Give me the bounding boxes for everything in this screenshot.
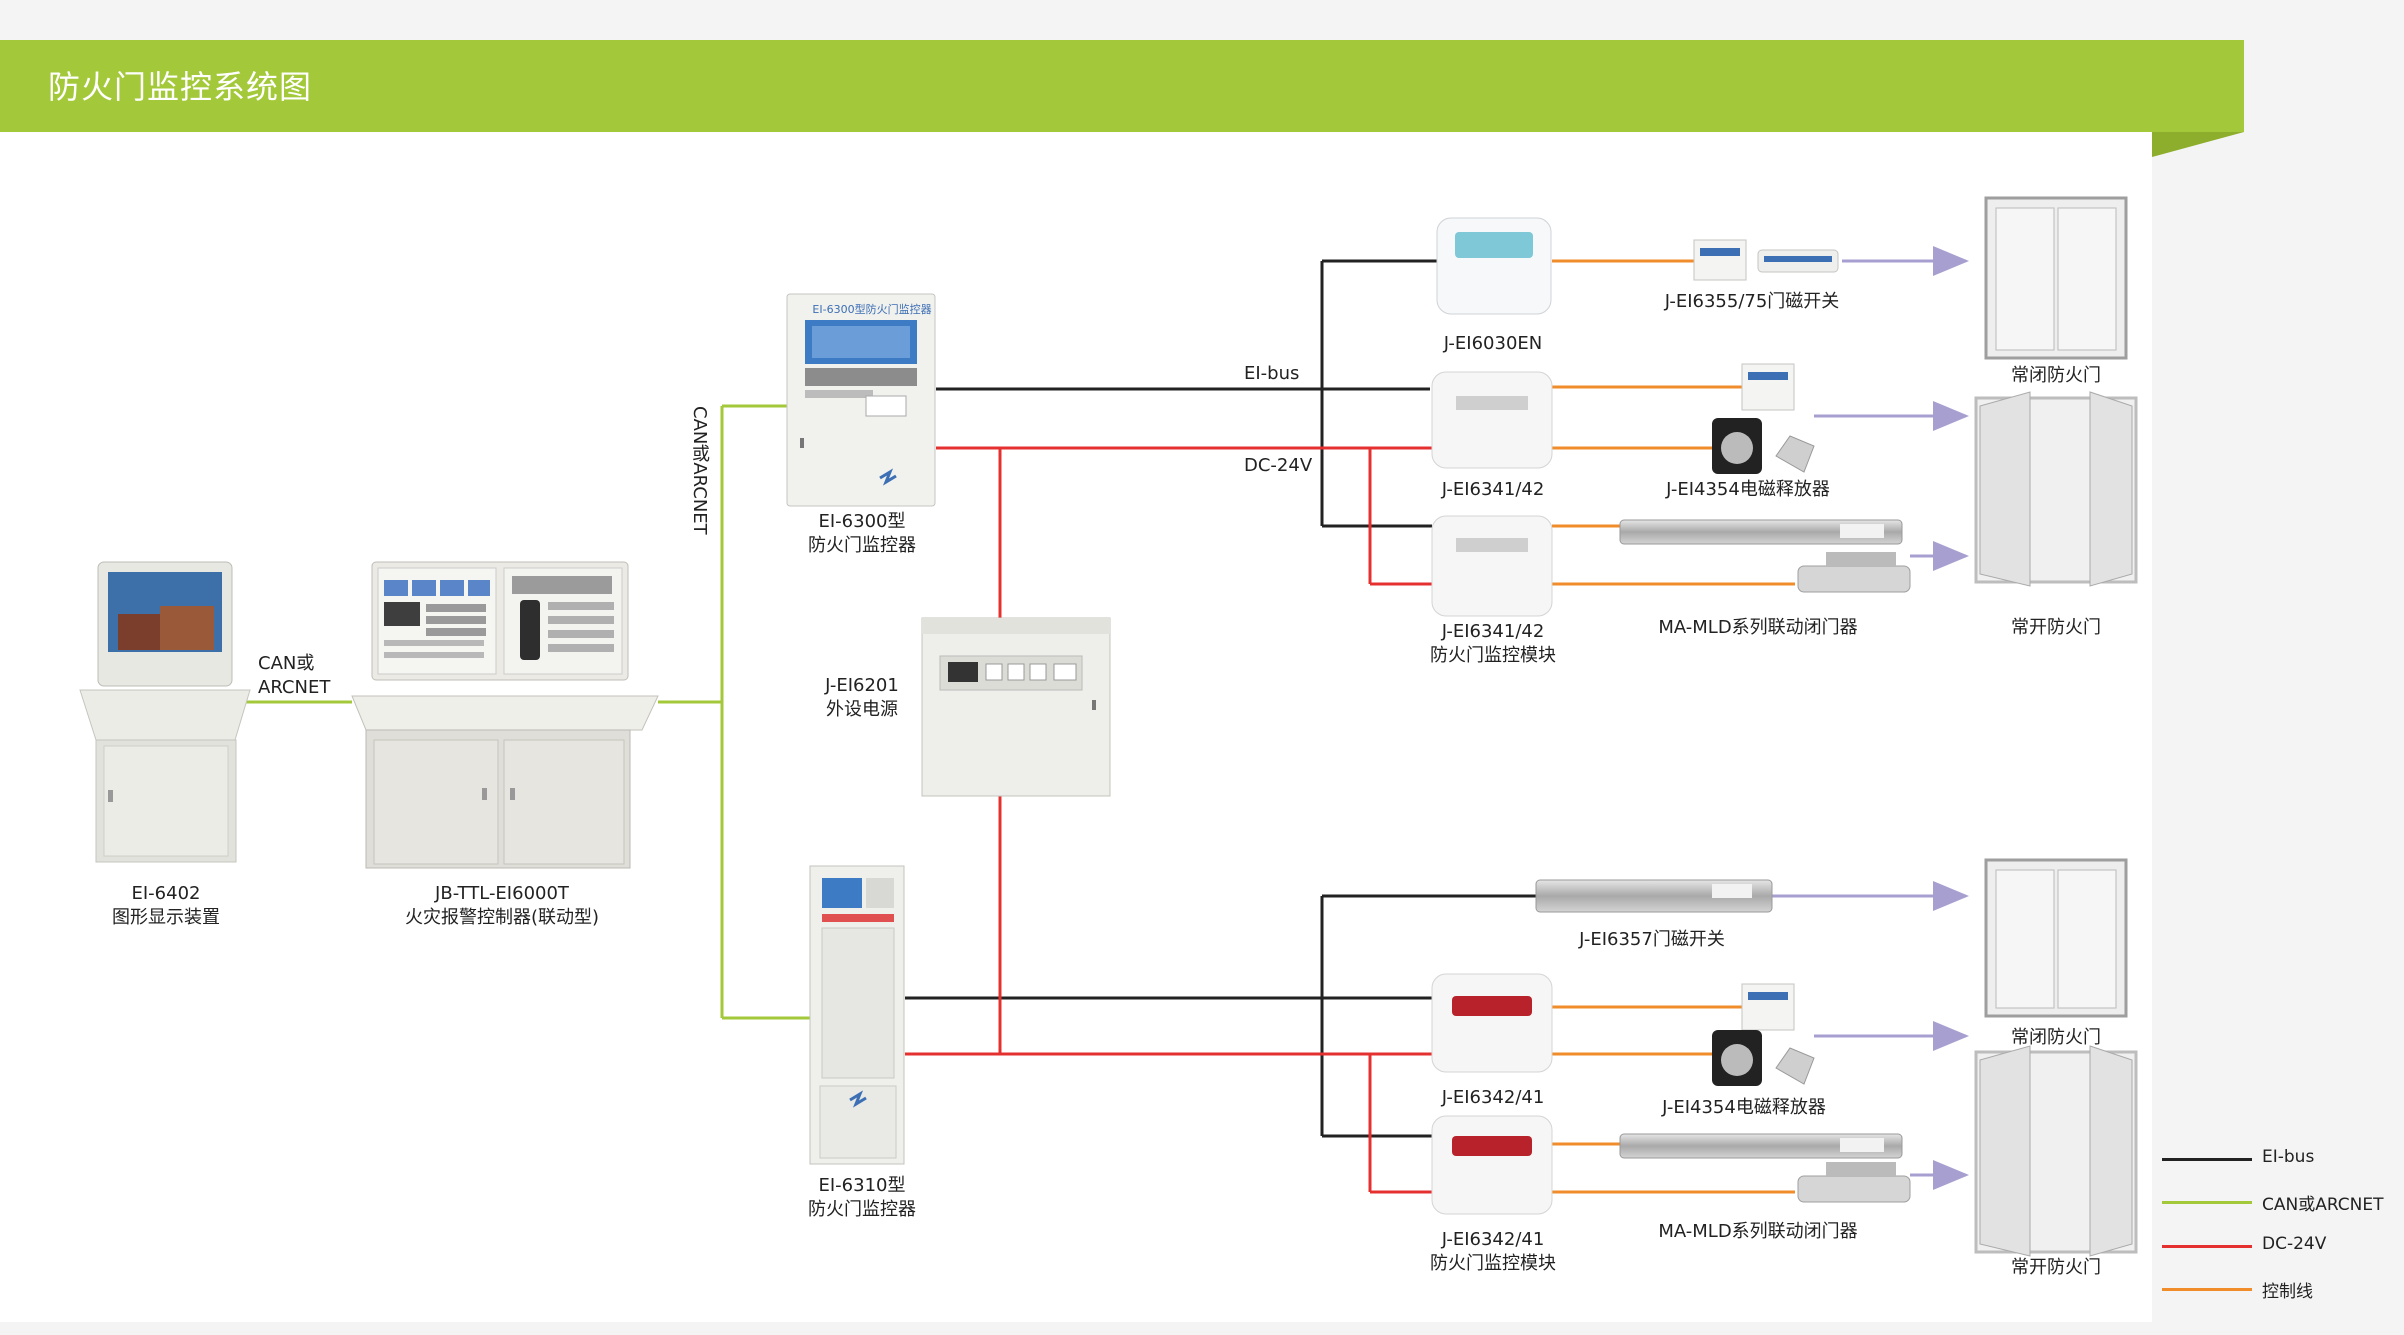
- legend-line-control: [2162, 1288, 2252, 1291]
- power-supply-model: J-EI6201: [825, 675, 899, 696]
- switch-6355-label: J-EI6355/75门磁开关: [1664, 291, 1840, 312]
- door-arrows: [1770, 246, 1969, 1190]
- module-6342b-desc: 防火门监控模块: [1430, 1253, 1556, 1274]
- fire-alarm-controller-device: [351, 561, 659, 869]
- legend-label-control: 控制线: [2262, 1282, 2313, 1302]
- module-6341b-device: [1431, 515, 1553, 617]
- monitor-6310-device: [809, 865, 905, 1165]
- title-bar: [0, 40, 2244, 132]
- power-supply-device: [921, 617, 1111, 797]
- door-closed-2-label: 常闭防火门: [2011, 1027, 2101, 1048]
- legend-label-ei-bus: EI-bus: [2262, 1147, 2315, 1167]
- door-switch-6357-device: [1535, 879, 1773, 913]
- closer-b-label: MA-MLD系列联动闭门器: [1658, 1221, 1858, 1242]
- ei-bus-label: EI-bus: [1244, 363, 1300, 384]
- graphic-display-model: EI-6402: [131, 883, 201, 904]
- graphic-display-desc: 图形显示装置: [112, 907, 220, 928]
- monitor-6300-model: EI-6300型: [818, 511, 906, 532]
- monitor-6300-label: EI-6300型 防火门监控器: [808, 510, 916, 558]
- monitor-6300-device: [786, 293, 936, 507]
- door-open-1-device: [1974, 391, 2138, 587]
- fire-controller-desc: 火灾报警控制器(联动型): [404, 907, 600, 928]
- graphic-display-device: [79, 561, 251, 863]
- door-switch-small-1: [1741, 363, 1795, 411]
- releaser-4354a-label: J-EI4354电磁释放器: [1666, 479, 1830, 500]
- legend-label-can: CAN或ARCNET: [2262, 1195, 2384, 1215]
- ei-bus-wires: [905, 259, 1536, 1138]
- door-open-2-label: 常开防火门: [2011, 1257, 2101, 1278]
- module-6342b-device: [1431, 1115, 1553, 1215]
- power-supply-label: J-EI6201 外设电源: [825, 674, 899, 722]
- monitor-6310-model: EI-6310型: [818, 1175, 906, 1196]
- releaser-4354b-label: J-EI4354电磁释放器: [1662, 1097, 1826, 1118]
- can-link-line2: ARCNET: [258, 677, 331, 698]
- module-6341b-model: J-EI6341/42: [1441, 621, 1545, 642]
- module-6341a-device: [1431, 371, 1553, 469]
- releaser-4354b-device: [1712, 1030, 1815, 1086]
- title-bar-fold: [2152, 132, 2244, 157]
- closer-a-label: MA-MLD系列联动闭门器: [1658, 617, 1858, 638]
- monitor-6300-panel-title: EI-6300型防火门监控器: [812, 303, 932, 316]
- switch-6357-label: J-EI6357门磁开关: [1579, 929, 1725, 950]
- can-arcnet-vertical-label: CAN或ARCNET: [689, 406, 710, 535]
- module-6342a-device: [1431, 973, 1553, 1073]
- module-6341b-label: J-EI6341/42 防火门监控模块: [1430, 620, 1556, 668]
- can-link-line1: CAN或: [258, 653, 315, 674]
- graphic-display-label: EI-6402 图形显示装置: [112, 882, 220, 930]
- releaser-4354a-device: [1712, 418, 1815, 474]
- module-6341a-label: J-EI6341/42: [1441, 479, 1545, 500]
- monitor-6310-desc: 防火门监控器: [808, 1199, 916, 1220]
- monitor-6300-desc: 防火门监控器: [808, 535, 916, 556]
- door-switch-small-2: [1741, 983, 1795, 1031]
- power-supply-desc: 外设电源: [826, 699, 898, 720]
- monitor-6310-label: EI-6310型 防火门监控器: [808, 1174, 916, 1222]
- door-open-1-label: 常开防火门: [2011, 617, 2101, 638]
- legend-line-ei-bus: [2162, 1158, 2252, 1161]
- module-6341b-desc: 防火门监控模块: [1430, 645, 1556, 666]
- door-closer-a-device: [1619, 519, 1911, 593]
- fire-controller-model: JB-TTL-EI6000T: [435, 883, 569, 904]
- page-title: 防火门监控系统图: [48, 68, 313, 106]
- legend-line-dc: [2162, 1245, 2252, 1248]
- door-closer-b-device: [1619, 1133, 1911, 1203]
- module-6030-label: J-EI6030EN: [1443, 333, 1543, 354]
- door-closed-2-device: [1984, 858, 2128, 1018]
- door-open-2-device: [1974, 1045, 2138, 1257]
- door-closed-1-device: [1984, 196, 2128, 360]
- dc-24v-label: DC-24V: [1244, 455, 1313, 476]
- dc-24v-wires: [905, 446, 1432, 1194]
- door-switch-6355-device: [1693, 239, 1839, 281]
- legend-line-can: [2162, 1201, 2252, 1204]
- door-closed-1-label: 常闭防火门: [2011, 365, 2101, 386]
- module-6030-device: [1436, 217, 1552, 315]
- module-6342b-model: J-EI6342/41: [1441, 1229, 1545, 1250]
- fire-controller-label: JB-TTL-EI6000T 火灾报警控制器(联动型): [405, 882, 599, 930]
- legend-label-dc: DC-24V: [2262, 1234, 2327, 1254]
- can-link-label: CAN或 ARCNET: [258, 652, 330, 700]
- module-6342a-label: J-EI6342/41: [1441, 1087, 1545, 1108]
- module-6342b-label: J-EI6342/41 防火门监控模块: [1430, 1228, 1556, 1276]
- control-wires: [1552, 259, 1795, 1194]
- can-arcnet-wires: [235, 404, 810, 1020]
